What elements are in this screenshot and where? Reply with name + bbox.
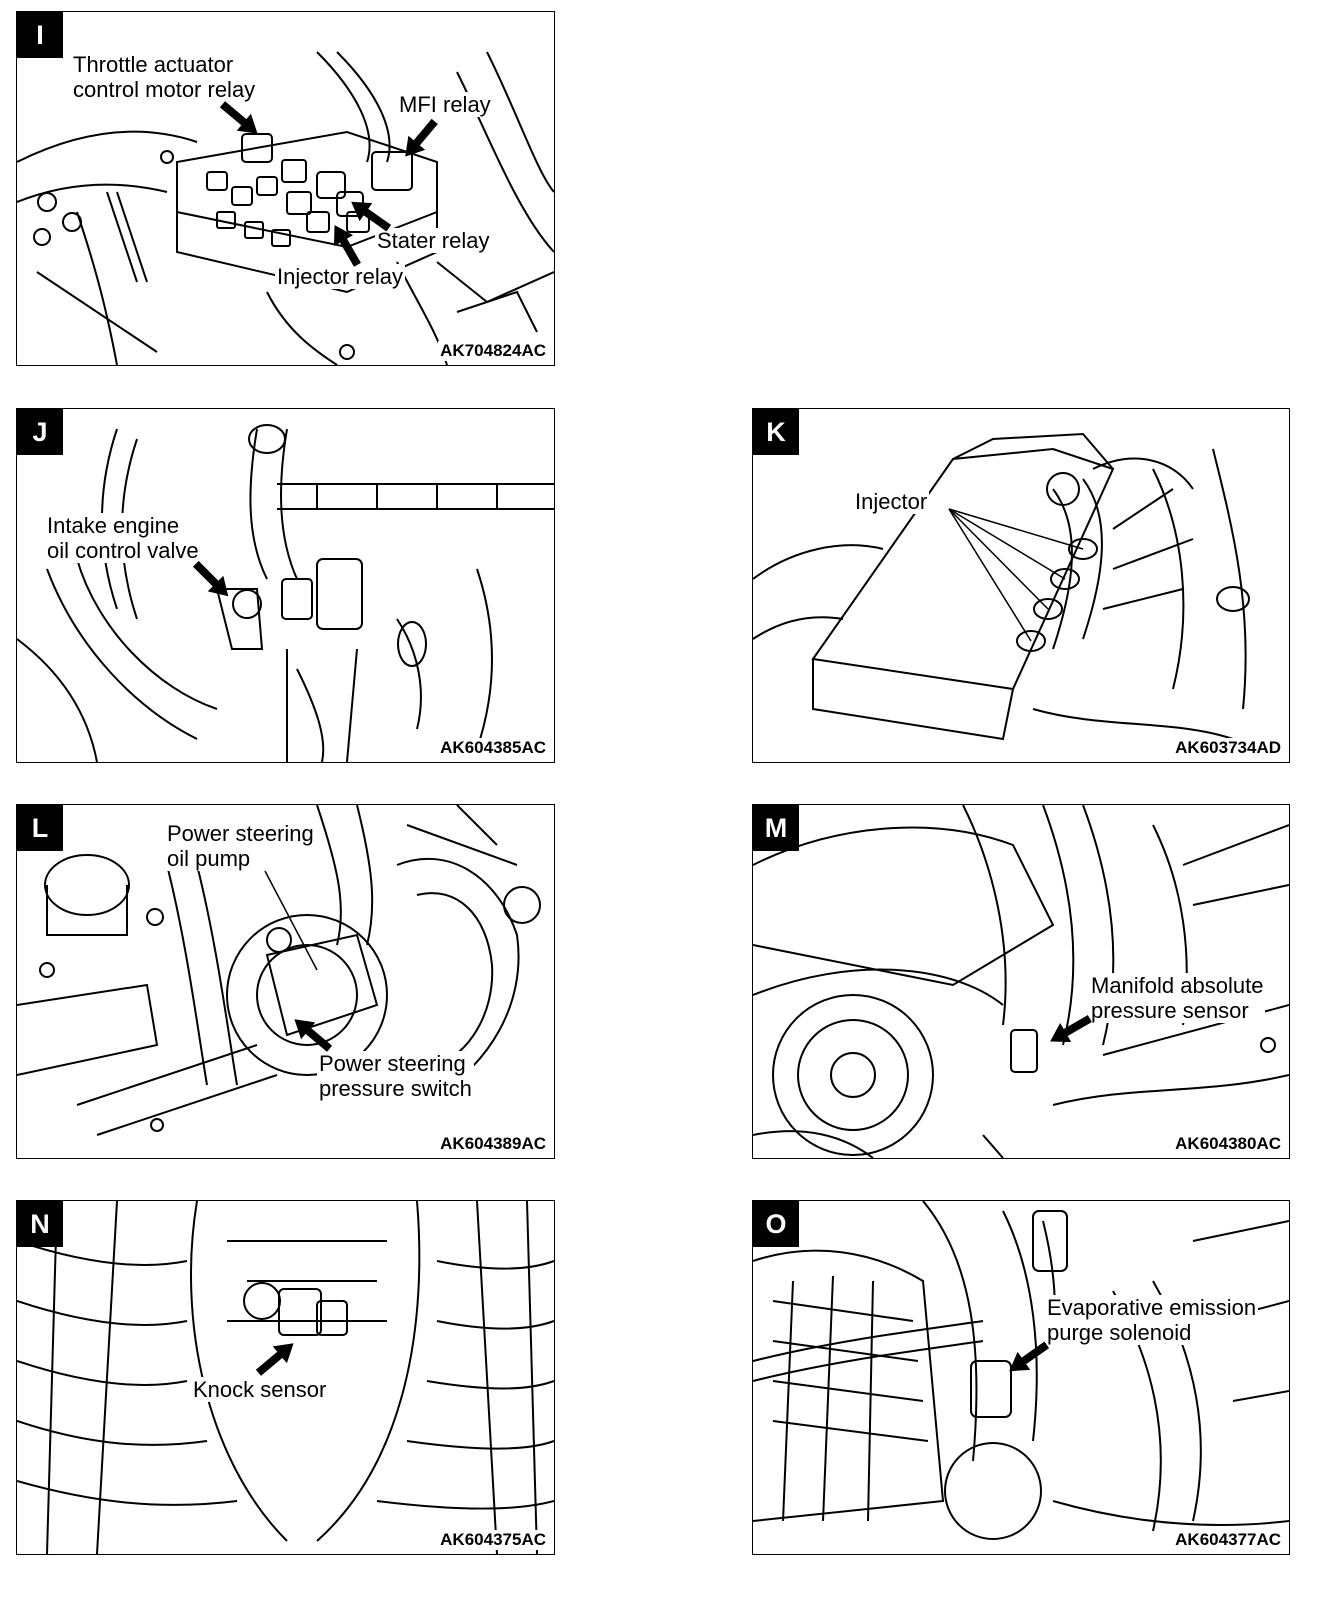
panel-k: K Injector AK603734AD bbox=[752, 408, 1290, 763]
label-line: control motor relay bbox=[73, 77, 256, 102]
label-stater-relay: Stater relay bbox=[375, 228, 492, 253]
panel-letter: K bbox=[753, 409, 799, 455]
panel-letter: L bbox=[17, 805, 63, 851]
figure-code: AK604380AC bbox=[1173, 1134, 1283, 1154]
panel-m: M Manifold absolute pressure sensor AK60… bbox=[752, 804, 1290, 1159]
arrow-icon bbox=[219, 101, 258, 134]
label-injector: Injector bbox=[853, 489, 930, 514]
panel-n: N Knock sensor AK604375AC bbox=[16, 1200, 555, 1555]
leader-line bbox=[264, 870, 318, 971]
label-line: Intake engine bbox=[47, 513, 180, 538]
label-pressure-switch: Power steering pressure switch bbox=[317, 1051, 474, 1101]
panel-o: O Evaporative emission purge solenoid AK… bbox=[752, 1200, 1290, 1555]
figure-code: AK604377AC bbox=[1173, 1530, 1283, 1550]
label-line: Throttle actuator bbox=[73, 52, 234, 77]
arrow-icon bbox=[1009, 1341, 1050, 1372]
figure-code: AK604375AC bbox=[438, 1530, 548, 1550]
oil-control-valve-illustration bbox=[17, 424, 554, 762]
label-knock-sensor: Knock sensor bbox=[191, 1377, 329, 1402]
arrow-icon bbox=[1050, 1015, 1092, 1043]
label-throttle-relay: Throttle actuator control motor relay bbox=[71, 52, 258, 102]
label-line: purge solenoid bbox=[1047, 1320, 1192, 1345]
arrow-icon bbox=[294, 1019, 333, 1052]
arrow-icon bbox=[333, 225, 361, 267]
label-line: oil control valve bbox=[47, 538, 199, 563]
figure-code: AK704824AC bbox=[438, 341, 548, 361]
arrow-icon bbox=[351, 201, 392, 232]
panel-letter: J bbox=[17, 409, 63, 455]
label-line: Evaporative emission bbox=[1047, 1295, 1257, 1320]
label-oil-pump: Power steering oil pump bbox=[165, 821, 316, 871]
label-line: pressure switch bbox=[319, 1076, 472, 1101]
purge-solenoid-illustration bbox=[753, 1201, 1289, 1540]
panel-letter: I bbox=[17, 12, 63, 58]
arrow-icon bbox=[405, 118, 438, 157]
label-line: Manifold absolute bbox=[1091, 973, 1264, 998]
injector-illustration bbox=[753, 432, 1250, 741]
label-line: Power steering bbox=[167, 821, 314, 846]
panel-j: J Intake engine oil control valve AK6043… bbox=[16, 408, 555, 763]
panel-letter: M bbox=[753, 805, 799, 851]
panel-letter: N bbox=[17, 1201, 63, 1247]
figure-code: AK603734AD bbox=[1173, 738, 1283, 758]
arrow-icon bbox=[255, 1343, 294, 1376]
panel-i: I Throttle actuator control motor relay … bbox=[16, 11, 555, 366]
panel-l: L Power steering oil pump Power steering… bbox=[16, 804, 555, 1159]
label-line: Power steering bbox=[319, 1051, 466, 1076]
label-oil-control-valve: Intake engine oil control valve bbox=[45, 513, 201, 563]
figure-code: AK604389AC bbox=[438, 1134, 548, 1154]
label-mfi-relay: MFI relay bbox=[397, 92, 493, 117]
label-map-sensor: Manifold absolute pressure sensor bbox=[1089, 973, 1266, 1023]
panel-letter: O bbox=[753, 1201, 799, 1247]
arrow-icon bbox=[192, 560, 229, 597]
leader-line bbox=[948, 508, 1084, 642]
label-purge-solenoid: Evaporative emission purge solenoid bbox=[1045, 1295, 1259, 1345]
relay-box-illustration bbox=[17, 51, 554, 365]
label-injector-relay: Injector relay bbox=[275, 264, 405, 289]
label-line: pressure sensor bbox=[1091, 998, 1249, 1023]
label-line: oil pump bbox=[167, 846, 251, 871]
figure-code: AK604385AC bbox=[438, 738, 548, 758]
power-steering-illustration bbox=[17, 805, 541, 1136]
